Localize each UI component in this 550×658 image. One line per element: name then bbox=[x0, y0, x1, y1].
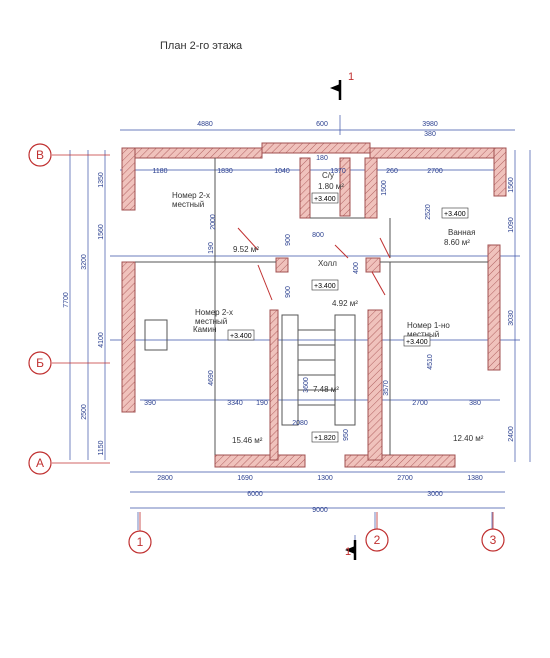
room-5-area: 15.46 м² bbox=[232, 436, 263, 445]
svg-text:380: 380 bbox=[469, 400, 481, 407]
axis-label-1: 1 bbox=[137, 535, 144, 549]
svg-text:800: 800 bbox=[312, 232, 324, 239]
axis-bubble-2 bbox=[365, 528, 389, 552]
svg-text:900: 900 bbox=[285, 286, 292, 298]
room-5-sub: Камин bbox=[193, 325, 217, 334]
axis-label-b: Б bbox=[36, 356, 44, 370]
level-hall: +3.400 bbox=[314, 283, 336, 290]
svg-text:1830: 1830 bbox=[217, 168, 233, 175]
svg-text:3030: 3030 bbox=[508, 310, 515, 326]
walls bbox=[121, 142, 507, 468]
svg-text:2700: 2700 bbox=[397, 475, 413, 482]
axis-label-3: 3 bbox=[490, 533, 497, 547]
svg-text:1380: 1380 bbox=[467, 475, 483, 482]
partitions bbox=[135, 158, 488, 455]
room-3-area: 8.60 м² bbox=[444, 238, 470, 247]
svg-text:2800: 2800 bbox=[157, 475, 173, 482]
room-3-name: Ванная bbox=[448, 228, 475, 237]
level-toilet: +3.400 bbox=[314, 196, 336, 203]
svg-text:3340: 3340 bbox=[227, 400, 243, 407]
svg-text:190: 190 bbox=[208, 242, 215, 254]
room-4-area: 4.92 м² bbox=[332, 299, 358, 308]
stair-area: 7.48 м² bbox=[313, 385, 339, 394]
svg-text:600: 600 bbox=[316, 121, 328, 128]
svg-text:4100: 4100 bbox=[98, 332, 105, 348]
axis-label-v: В bbox=[36, 148, 44, 162]
svg-text:400: 400 bbox=[353, 262, 360, 274]
axis-bubble-a bbox=[28, 451, 52, 475]
axis-label-a: А bbox=[36, 456, 44, 470]
room-2-name: С/у bbox=[322, 171, 334, 180]
svg-text:1370: 1370 bbox=[330, 168, 346, 175]
axis-bubble-1 bbox=[128, 530, 152, 554]
room-4-name: Холл bbox=[318, 259, 337, 268]
svg-text:4880: 4880 bbox=[197, 121, 213, 128]
svg-text:2700: 2700 bbox=[412, 400, 428, 407]
svg-text:1: 1 bbox=[348, 71, 354, 83]
svg-text:1350: 1350 bbox=[98, 172, 105, 188]
svg-text:380: 380 bbox=[424, 131, 436, 138]
svg-text:1040: 1040 bbox=[274, 168, 290, 175]
svg-text:190: 190 bbox=[256, 400, 268, 407]
svg-text:180: 180 bbox=[316, 155, 328, 162]
svg-text:4690: 4690 bbox=[208, 370, 215, 386]
room-6-area: 12.40 м² bbox=[453, 434, 484, 443]
svg-text:3980: 3980 bbox=[422, 121, 438, 128]
axis-label-2: 2 bbox=[374, 533, 381, 547]
axis-bubble-3 bbox=[481, 528, 505, 552]
svg-text:4510: 4510 bbox=[427, 354, 434, 370]
svg-text:950: 950 bbox=[343, 429, 350, 441]
svg-text:1560: 1560 bbox=[508, 177, 515, 193]
axis-bubble-b bbox=[28, 351, 52, 375]
svg-text:3000: 3000 bbox=[427, 491, 443, 498]
svg-text:2500: 2500 bbox=[81, 404, 88, 420]
door-swings bbox=[237, 227, 391, 301]
room-2-area: 1.80 м² bbox=[318, 182, 344, 191]
level-stair: +1.820 bbox=[314, 435, 336, 442]
svg-text:1150: 1150 bbox=[98, 440, 105, 455]
svg-text:6000: 6000 bbox=[247, 491, 263, 498]
svg-text:1690: 1690 bbox=[237, 475, 253, 482]
axis-bubbles bbox=[28, 143, 505, 554]
svg-text:3600: 3600 bbox=[303, 377, 310, 393]
svg-text:2080: 2080 bbox=[292, 420, 308, 427]
svg-text:2400: 2400 bbox=[508, 426, 515, 442]
svg-text:1560: 1560 bbox=[98, 224, 105, 240]
svg-text:7700: 7700 bbox=[63, 292, 70, 308]
svg-text:3200: 3200 bbox=[81, 254, 88, 270]
svg-text:2700: 2700 bbox=[427, 168, 443, 175]
level-marks: +3.400 +3.400 +3.400 +3.400 +3.400 +1.82… bbox=[227, 192, 469, 443]
svg-text:1: 1 bbox=[345, 546, 351, 558]
axis-bubble-v bbox=[28, 143, 52, 167]
plan-title: План 2-го этажа bbox=[160, 40, 243, 52]
svg-text:3570: 3570 bbox=[383, 380, 390, 396]
svg-text:1500: 1500 bbox=[381, 180, 388, 196]
vertical-dimension-labels: 1350 1560 3200 7700 4100 2500 1150 1560 … bbox=[63, 172, 515, 455]
level-room-6: +3.400 bbox=[406, 339, 428, 346]
level-room-5: +3.400 bbox=[230, 333, 252, 340]
svg-text:2520: 2520 bbox=[425, 204, 432, 220]
section-mark-top: 1 bbox=[330, 71, 354, 100]
svg-text:900: 900 bbox=[285, 234, 292, 246]
dimension-labels: 4880 600 3980 380 1180 1830 1040 180 137… bbox=[144, 121, 483, 514]
section-mark-bottom: 1 bbox=[345, 540, 357, 560]
room-1-area: 9.52 м² bbox=[233, 245, 259, 254]
dimension-lines bbox=[69, 115, 531, 560]
svg-text:9000: 9000 bbox=[312, 507, 328, 514]
svg-text:2000: 2000 bbox=[210, 214, 217, 230]
svg-text:390: 390 bbox=[144, 400, 156, 407]
level-bath: +3.400 bbox=[444, 211, 466, 218]
svg-text:1180: 1180 bbox=[152, 168, 167, 175]
svg-text:1090: 1090 bbox=[508, 217, 515, 233]
svg-text:260: 260 bbox=[386, 168, 398, 175]
svg-text:1300: 1300 bbox=[317, 475, 333, 482]
